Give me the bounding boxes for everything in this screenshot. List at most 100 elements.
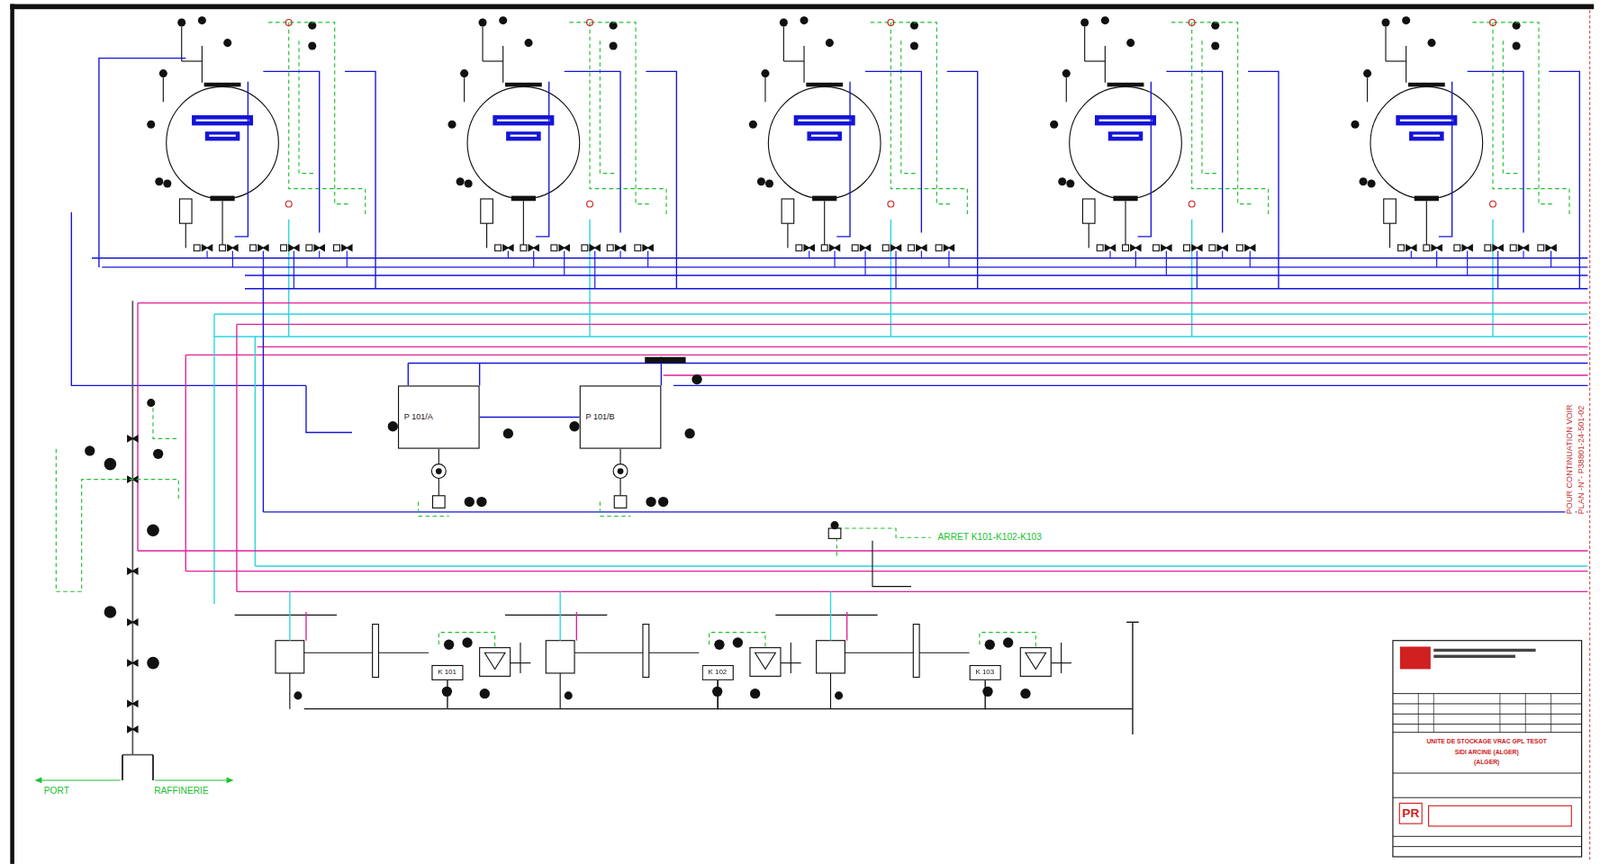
flange-symbol bbox=[520, 244, 527, 252]
pipe-line bbox=[214, 335, 1588, 337]
signal-note: ARRET K101-K102-K103 bbox=[936, 531, 1043, 543]
instrument-bubble bbox=[223, 38, 232, 47]
instrument-bubble bbox=[162, 179, 172, 188]
pipe-line bbox=[645, 71, 677, 289]
flange-symbol bbox=[1484, 244, 1492, 252]
pipe-line bbox=[407, 362, 409, 386]
equipment-tag: P 101/A bbox=[404, 412, 434, 423]
tank-tag bbox=[811, 135, 838, 137]
instrument-bubble bbox=[153, 449, 163, 460]
signal-line bbox=[599, 40, 615, 173]
pipe-line bbox=[1088, 223, 1090, 248]
motor-symbol bbox=[433, 496, 446, 509]
pipe-line bbox=[181, 60, 203, 62]
pipe-line bbox=[180, 26, 182, 62]
pipe-line bbox=[1385, 60, 1407, 62]
tank-tag bbox=[208, 135, 236, 137]
pipe-line bbox=[919, 652, 970, 654]
pipe-line bbox=[563, 251, 565, 276]
pipe-line bbox=[152, 755, 154, 781]
pipe-line bbox=[574, 652, 643, 654]
drain-pot bbox=[179, 198, 192, 224]
instrument-bubble bbox=[569, 421, 579, 432]
pipe-line bbox=[619, 479, 621, 497]
instrument-bubble bbox=[443, 640, 454, 651]
instrument-bubble bbox=[799, 16, 808, 25]
pipe-line bbox=[304, 708, 448, 710]
separator-symbol bbox=[275, 641, 305, 674]
title-field bbox=[1428, 805, 1573, 827]
tank-tag bbox=[1099, 119, 1153, 122]
pipe-line bbox=[1410, 251, 1412, 259]
tank-tag bbox=[1094, 115, 1157, 126]
pipe-line bbox=[1135, 251, 1137, 268]
pipe-line bbox=[786, 223, 788, 248]
pipe-line bbox=[1550, 694, 1552, 733]
pipe-line bbox=[808, 251, 810, 259]
pipe-line bbox=[346, 251, 348, 268]
pipe-line bbox=[1497, 251, 1499, 290]
pipe-line bbox=[1426, 200, 1428, 248]
flange-symbol bbox=[1096, 244, 1103, 252]
company-logo bbox=[1433, 655, 1516, 659]
flange-symbol bbox=[1153, 244, 1160, 252]
instrument-bubble bbox=[765, 179, 774, 188]
pipe-line bbox=[293, 251, 295, 290]
process-connector bbox=[479, 416, 580, 418]
instrument-bubble bbox=[1359, 177, 1368, 186]
valve-symbol bbox=[1406, 244, 1417, 252]
title-block bbox=[1392, 641, 1582, 858]
pipe-line bbox=[673, 385, 1588, 387]
pipe-line bbox=[304, 652, 373, 654]
motor-symbol bbox=[614, 496, 627, 509]
signal-line bbox=[901, 40, 917, 173]
alarm-marker bbox=[285, 200, 292, 208]
instrument-bubble bbox=[460, 69, 469, 78]
signal-line bbox=[589, 22, 667, 217]
pipe-line bbox=[1066, 77, 1067, 102]
instrument-bubble bbox=[985, 640, 995, 651]
pump-box: P 101/A bbox=[397, 385, 480, 449]
cooler-symbol bbox=[750, 648, 781, 678]
pipe-line bbox=[775, 614, 877, 616]
pipe-line bbox=[154, 779, 230, 781]
pipe-line bbox=[1392, 693, 1582, 695]
instrument-bubble bbox=[982, 687, 993, 697]
pipe-line bbox=[289, 591, 290, 641]
pipe-line bbox=[1109, 251, 1111, 259]
instrument-bubble bbox=[1401, 16, 1411, 25]
signal-line bbox=[836, 528, 931, 557]
instrument-bubble bbox=[84, 445, 95, 456]
tank-tag bbox=[1409, 131, 1445, 141]
valve-symbol bbox=[1545, 244, 1556, 252]
sphere-tank bbox=[1370, 86, 1483, 199]
pipe-line bbox=[872, 541, 912, 588]
pipe-line bbox=[502, 45, 504, 83]
valve-symbol bbox=[804, 244, 814, 252]
pipe-line bbox=[121, 755, 124, 781]
pipe-line bbox=[378, 652, 429, 654]
instrument-bubble bbox=[388, 421, 398, 432]
flange-symbol bbox=[1122, 244, 1130, 252]
sphere-tank bbox=[166, 86, 280, 199]
pipe-line bbox=[865, 71, 922, 233]
pipe-line bbox=[649, 652, 700, 654]
instrument-bubble bbox=[476, 497, 487, 507]
instrument-bubble bbox=[1350, 120, 1359, 129]
signal-line bbox=[979, 632, 1036, 649]
separator-symbol bbox=[816, 641, 846, 674]
instrument-bubble bbox=[1427, 38, 1436, 47]
pipe-line bbox=[1138, 81, 1152, 237]
pipe-line bbox=[560, 673, 561, 710]
drain-pot bbox=[781, 198, 795, 224]
pipe-line bbox=[71, 212, 307, 387]
instrument-bubble bbox=[779, 18, 788, 27]
pipe-line bbox=[1366, 77, 1368, 102]
instrument-bubble bbox=[1057, 177, 1067, 186]
tank-tag bbox=[1413, 135, 1440, 137]
pipe-line bbox=[1124, 200, 1126, 248]
pipe-line bbox=[236, 591, 1588, 593]
tank-tag bbox=[1400, 119, 1454, 122]
valve-symbol bbox=[829, 244, 840, 252]
